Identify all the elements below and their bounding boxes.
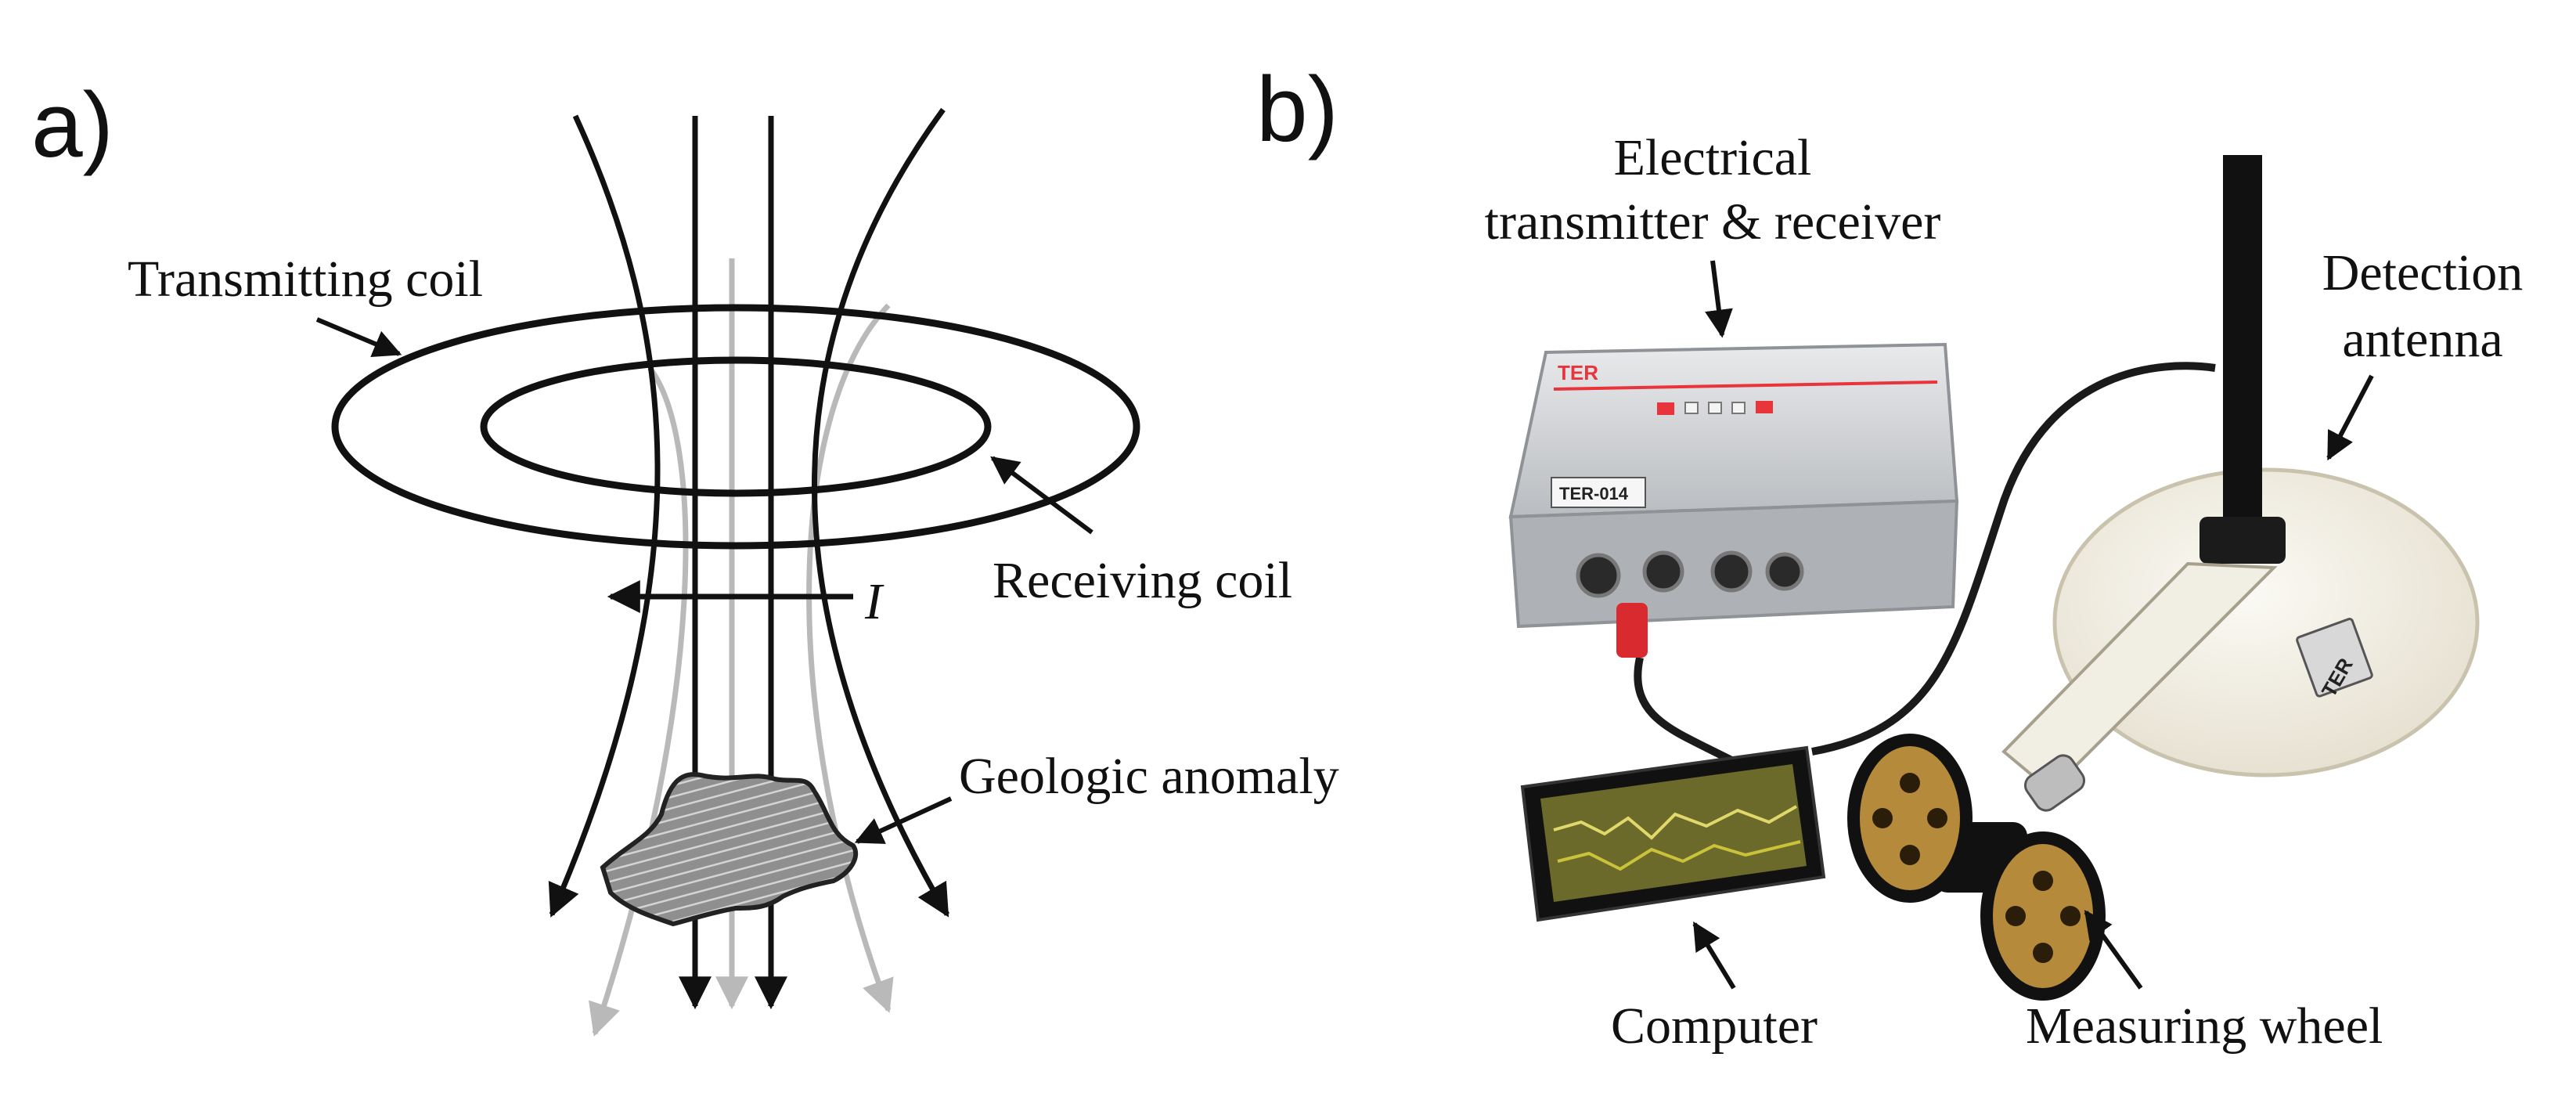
computer-tablet	[1520, 745, 1826, 922]
indicator-light	[1684, 402, 1699, 414]
computer-label: Computer	[1611, 997, 1818, 1055]
antenna-badge	[2296, 618, 2373, 698]
transmitting-coil-label: Transmitting coil	[128, 251, 483, 308]
measuring-wheel	[1847, 734, 2106, 1001]
device-tag-text: TER-014	[1559, 484, 1629, 503]
panel-a: a) I Transmitting coil Receiving coil Ge…	[31, 74, 1339, 1037]
transmitter-label-line1: Electrical	[1614, 129, 1812, 186]
secondary-field-line-left	[589, 366, 689, 1037]
connector	[1642, 550, 1684, 593]
antenna-label-line1: Detection	[2322, 244, 2524, 301]
current-label: I	[864, 573, 884, 630]
wheel-bracket	[2023, 754, 2086, 812]
transmitting-coil	[331, 304, 1140, 550]
spoke-hole	[1872, 808, 1893, 828]
antenna-disk	[2052, 467, 2480, 777]
connector	[1576, 553, 1621, 598]
spoke-hole	[1927, 808, 1947, 828]
panel-b: b) TER TER-014	[1256, 58, 2523, 1055]
geologic-anomaly	[600, 772, 859, 927]
geologic-anomaly-label: Geologic anomaly	[959, 748, 1339, 805]
wheel-right	[1980, 831, 2106, 1001]
indicator-light	[1657, 402, 1674, 415]
receiving-coil	[480, 356, 992, 497]
device-tag-plate	[1551, 477, 1646, 508]
transmitter-receiver-device: TER TER-014	[1508, 342, 1959, 658]
computer-pointer	[1692, 921, 1736, 990]
measuring-wheel-label: Measuring wheel	[2026, 997, 2383, 1055]
wheel-left	[1847, 734, 1973, 903]
transmitter-label-line2: transmitter & receiver	[1485, 193, 1941, 251]
indicator-light	[1756, 401, 1773, 413]
field-line-outer-left	[548, 114, 661, 918]
antenna-pole	[2223, 155, 2262, 531]
connector	[1710, 550, 1753, 593]
secondary-field-line-right	[806, 303, 894, 1013]
receiving-coil-pointer	[990, 456, 1093, 535]
transmitting-coil-pointer	[315, 317, 402, 358]
spoke-hole	[2033, 871, 2053, 891]
transmitter-pointer	[1705, 260, 1733, 338]
spoke-hole	[2033, 943, 2053, 963]
connector-plug-red	[1616, 603, 1648, 658]
device-accent-stripe	[1553, 381, 1938, 391]
panel-b-label: b)	[1256, 58, 1338, 161]
indicator-light	[1731, 402, 1746, 414]
device-indicator-lights	[1657, 401, 1773, 415]
field-line-outer-right	[811, 107, 950, 918]
antenna-pointer	[2326, 374, 2374, 461]
spoke-hole	[2005, 906, 2026, 926]
antenna-label-line2: antenna	[2342, 311, 2502, 368]
cable-box-to-antenna	[1811, 362, 2216, 756]
connector	[1765, 552, 1804, 591]
spoke-hole	[2060, 906, 2081, 926]
measuring-wheel-pointer	[2084, 910, 2143, 990]
detection-antenna: TER	[2001, 155, 2480, 793]
tablet-screen-trace	[1557, 840, 1801, 871]
antenna-mount	[2200, 517, 2286, 564]
device-brand-text: TER	[1558, 361, 1598, 384]
tablet-screen	[1540, 764, 1807, 902]
spoke-hole	[1900, 773, 1920, 793]
wheel-spoke-holes	[1872, 773, 2081, 963]
receiving-coil-label: Receiving coil	[993, 552, 1292, 609]
spoke-hole	[1900, 845, 1920, 865]
geologic-anomaly-pointer	[854, 796, 953, 844]
indicator-light	[1708, 402, 1722, 414]
panel-a-label: a)	[31, 74, 113, 177]
tablet-screen-trace	[1553, 805, 1797, 840]
device-connectors	[1576, 550, 1804, 598]
